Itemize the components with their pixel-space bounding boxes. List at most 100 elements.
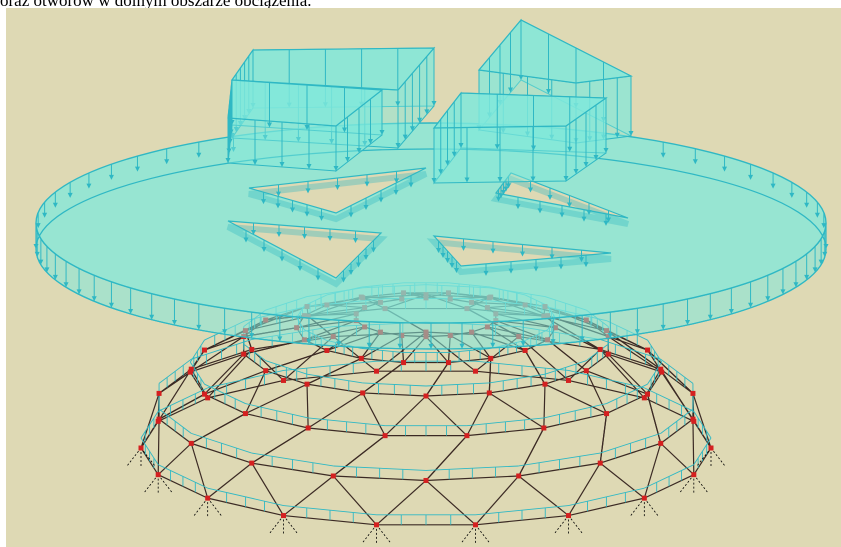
- arrow-head: [356, 262, 361, 268]
- arrow-head: [823, 244, 829, 249]
- support-leg: [461, 524, 476, 544]
- arrow-head: [530, 176, 536, 182]
- arrow-head: [108, 302, 114, 308]
- member-load-line: [448, 347, 491, 354]
- arrow-head: [549, 254, 555, 260]
- dome-member: [518, 475, 569, 517]
- arrow-head: [417, 117, 423, 123]
- member-load-line: [425, 382, 490, 387]
- arrow-head: [227, 139, 233, 144]
- arrow-head: [445, 160, 450, 166]
- dome-node: [382, 433, 388, 439]
- dome-member: [204, 335, 244, 351]
- dome-node: [604, 411, 610, 417]
- arrow-head: [63, 282, 69, 288]
- arrow-head: [275, 203, 281, 209]
- arrow-head: [490, 248, 496, 254]
- arrow-head: [500, 128, 506, 134]
- dome-node: [659, 369, 665, 375]
- dome-member: [661, 371, 694, 420]
- arrow-head: [233, 127, 239, 132]
- model-viewport[interactable]: [6, 8, 841, 547]
- arrow-head: [431, 101, 437, 106]
- member-load-line: [644, 387, 695, 412]
- member-load-line: [693, 437, 712, 465]
- support-leg: [693, 474, 709, 493]
- arrow-head: [306, 164, 312, 169]
- arrow-head: [821, 223, 827, 229]
- dome-node: [374, 522, 380, 528]
- arrow-head: [583, 162, 589, 167]
- member-load-line: [207, 370, 284, 389]
- support-leg: [475, 524, 490, 544]
- support-leg: [283, 515, 298, 534]
- dome-node: [645, 391, 651, 397]
- dome-member: [607, 336, 663, 373]
- arrow-head: [237, 121, 243, 126]
- dome-node: [641, 395, 647, 401]
- member-load-line: [189, 361, 205, 385]
- member-load-line: [306, 373, 363, 384]
- arrow-head: [464, 177, 470, 183]
- dome-member: [488, 358, 492, 393]
- dome-member: [265, 349, 328, 372]
- member-load-line: [243, 343, 266, 362]
- dome-member: [207, 462, 253, 499]
- dome-node: [156, 416, 162, 422]
- arrow-head: [533, 266, 539, 272]
- dome-node: [241, 351, 247, 357]
- arrow-head: [305, 188, 311, 194]
- arrow-head: [581, 216, 587, 222]
- arrow-head: [366, 342, 372, 348]
- dome-member: [425, 480, 476, 526]
- member-load-line: [425, 465, 519, 471]
- arrow-head: [262, 135, 268, 140]
- support-leg: [269, 515, 284, 534]
- member-load-line: [568, 487, 645, 506]
- arrow-head: [707, 314, 713, 320]
- dome-member: [158, 393, 205, 420]
- dome-member: [190, 443, 209, 499]
- dome-member: [567, 462, 601, 516]
- arrow-head: [812, 267, 818, 273]
- arrow-head: [327, 236, 333, 241]
- arrow-head: [722, 166, 728, 172]
- scene-3d: [33, 18, 829, 544]
- member-load-line: [283, 360, 377, 371]
- arrow-head: [335, 185, 340, 190]
- arrow-head: [496, 196, 501, 202]
- arrow-head: [52, 202, 58, 208]
- dome-node: [205, 495, 211, 501]
- arrow-head: [563, 176, 569, 181]
- arrow-head: [279, 256, 285, 262]
- member-load-line: [265, 360, 308, 375]
- member-load-line: [489, 373, 546, 384]
- arrow-head: [520, 251, 525, 257]
- dome-member: [306, 384, 309, 429]
- arrow-head: [297, 266, 303, 271]
- support-leg: [143, 474, 159, 493]
- dome-member: [692, 419, 695, 475]
- dome-member: [568, 379, 645, 399]
- arrow-head: [261, 247, 267, 252]
- arrow-head: [483, 270, 489, 276]
- arrow-head: [222, 329, 228, 335]
- dome-member: [547, 339, 587, 372]
- load-plane-ellipse: [33, 122, 829, 350]
- plane-top: [35, 122, 827, 324]
- dome-node: [156, 390, 162, 396]
- dome-member: [362, 392, 386, 436]
- dome-member: [692, 393, 712, 449]
- arrow-head: [567, 202, 572, 208]
- arrow-head: [251, 230, 256, 235]
- member-load-line: [158, 358, 192, 384]
- dome-member: [425, 435, 468, 481]
- arrow-head: [277, 336, 283, 342]
- arrow-head: [559, 212, 565, 218]
- arrow-head: [494, 144, 500, 150]
- arrow-head: [38, 259, 44, 265]
- arrow-head: [770, 183, 776, 189]
- dome-member: [157, 419, 160, 475]
- member-load-line: [660, 408, 694, 434]
- arrow-head: [149, 314, 155, 320]
